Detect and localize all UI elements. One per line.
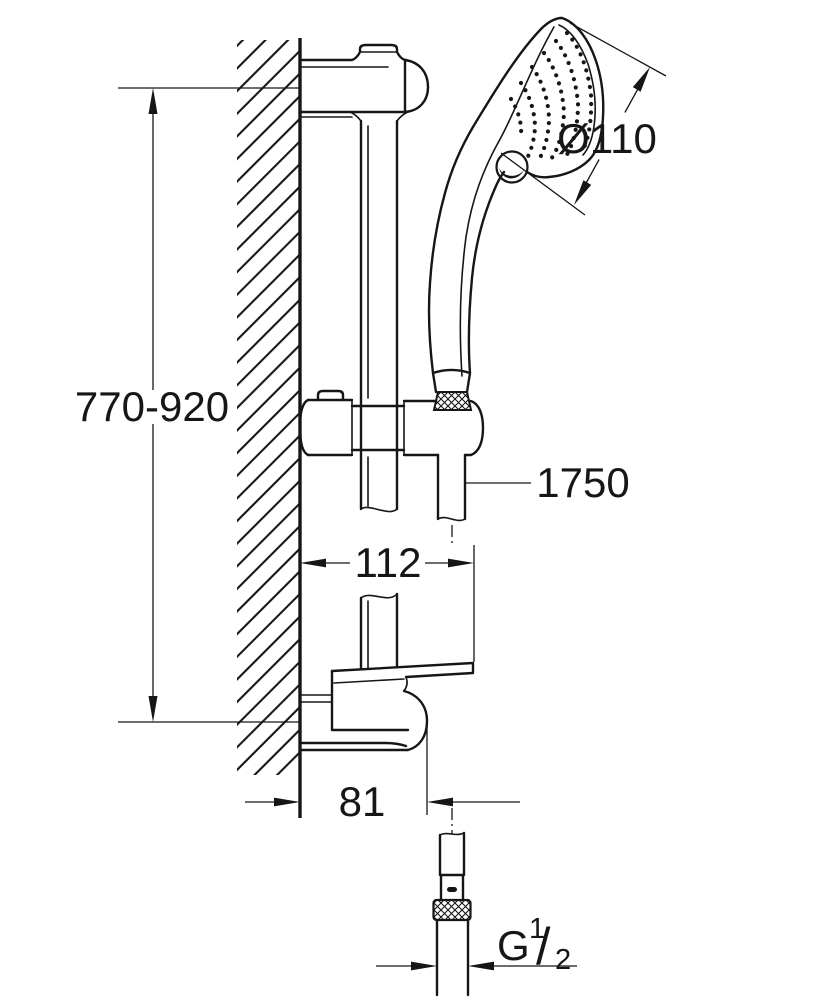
arrow-down <box>148 696 158 722</box>
hose-length-label: 1750 <box>536 459 629 506</box>
arrow-right <box>427 797 453 807</box>
arrow-lower <box>574 180 592 205</box>
rail-height-label: 770-920 <box>75 383 229 430</box>
rail-break-line-upper <box>360 506 398 513</box>
holder-right-cap <box>469 399 485 457</box>
lower-offset-label: 81 <box>339 778 386 825</box>
tangent-line-bottom <box>500 152 586 216</box>
holder-left-cap <box>298 398 310 457</box>
arrow-right <box>468 961 494 971</box>
connector-break-top <box>439 832 465 836</box>
dim-head-diameter: Ø110 <box>500 22 667 216</box>
spray-face-rim <box>558 24 596 156</box>
thread-numerator-label: 1 <box>529 913 545 945</box>
wall-hatching <box>237 40 300 775</box>
rail-top-cap <box>350 43 407 62</box>
dim-upper-offset: 112 <box>300 539 475 662</box>
connector-tube <box>438 831 466 877</box>
shower-hose-upper <box>436 453 467 547</box>
handle-collar <box>431 368 472 394</box>
shower-rail <box>359 119 399 671</box>
glide-holder <box>298 368 485 457</box>
hose-upper-break <box>437 516 466 522</box>
arrow-left <box>411 961 437 971</box>
handle-inner-line <box>459 26 555 377</box>
arrow-left <box>274 797 300 807</box>
shower-hose-lower <box>435 918 470 997</box>
hand-shower <box>427 16 605 377</box>
hose-end-connector <box>432 808 472 997</box>
face-bottom-cap <box>495 150 529 184</box>
wall-section <box>237 38 302 818</box>
cone-knurled-nut <box>432 391 473 411</box>
bracket-body <box>330 669 410 732</box>
upper-offset-label: 112 <box>355 539 422 586</box>
dim-thread-size: G 1 / 2 <box>376 913 577 976</box>
arrow-left <box>300 558 326 568</box>
holder-lock-knob <box>316 389 345 402</box>
extension-lines <box>118 87 300 723</box>
soap-dish <box>330 661 475 679</box>
thread-slash-label: / <box>536 918 551 976</box>
handle-right-outline <box>467 170 506 375</box>
rail-break-line-lower <box>360 593 398 599</box>
arrow-up <box>148 88 158 114</box>
connector-slot <box>447 887 457 892</box>
knurled-nut <box>432 898 472 922</box>
dim-rail-height: 770-920 <box>75 87 300 723</box>
bracket-mounting-stub <box>299 694 333 703</box>
connector-mid <box>439 873 465 902</box>
rail-top-flare <box>349 111 409 122</box>
hose-upper-edges <box>436 453 467 521</box>
thread-denominator-label: 2 <box>555 944 571 976</box>
soap-dish-inner <box>333 678 405 684</box>
dim-lower-offset: 81 <box>245 717 520 825</box>
arrow-right <box>448 558 474 568</box>
face-bottom-cap-shadow <box>499 168 524 179</box>
spray-nozzles <box>508 30 594 165</box>
bracket-bottom-lip <box>298 741 410 752</box>
top-wall-bracket <box>298 43 430 122</box>
holder-top-edges <box>306 398 438 403</box>
handle-left-outline <box>427 16 564 375</box>
spray-face-outline <box>525 16 605 179</box>
dim-hose-length: 1750 <box>465 459 630 506</box>
tangent-line-top <box>569 22 667 77</box>
bracket-end-bulge <box>403 58 430 114</box>
head-diameter-label: Ø110 <box>557 115 657 162</box>
arrow-upper <box>632 67 650 92</box>
thread-letter-label: G <box>497 922 530 969</box>
holder-dividers <box>351 399 405 456</box>
